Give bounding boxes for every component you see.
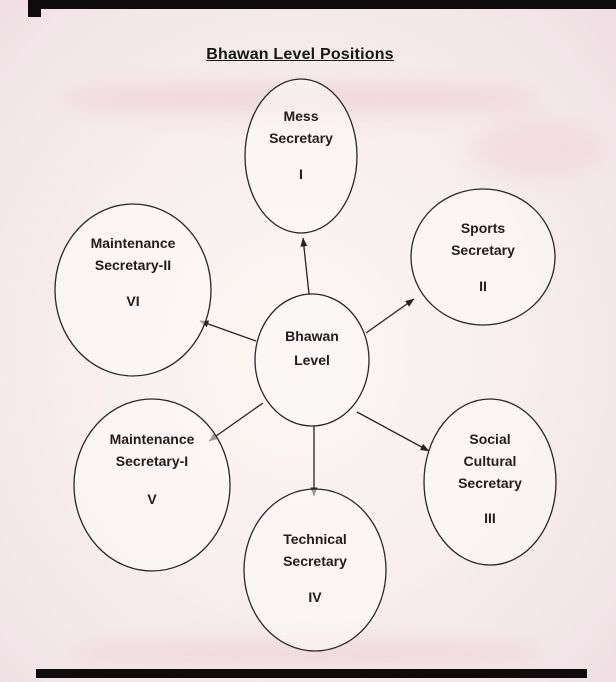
node-label-line: Social [469, 431, 510, 447]
node-bhawan-level: Bhawan Level [254, 293, 370, 427]
node-maintenance-secretary-1: Maintenance Secretary-I V [73, 398, 231, 572]
node-numeral: II [479, 278, 487, 294]
connector-center-to-maintenance-2 [199, 320, 257, 342]
node-label-line: Maintenance [91, 235, 176, 251]
node-label-line: Secretary [451, 242, 515, 258]
node-label-line: Secretary-II [95, 257, 171, 273]
node-label-line: Cultural [464, 453, 517, 469]
node-numeral: VI [126, 293, 139, 309]
node-numeral: V [147, 491, 157, 507]
node-social-cultural-secretary: Social Cultural Secretary III [423, 398, 557, 566]
node-maintenance-secretary-2: Maintenance Secretary-II VI [54, 203, 212, 377]
node-label-line: Secretary-I [116, 453, 188, 469]
scan-edge-artifact-top [28, 0, 616, 9]
node-social-cultural-secretary-shape [423, 398, 557, 566]
node-label-line: Level [294, 352, 330, 368]
connector-center-to-mess [300, 237, 310, 295]
node-label-line: Secretary [269, 130, 333, 146]
node-label-line: Mess [283, 108, 318, 124]
node-label-line: Maintenance [110, 431, 195, 447]
node-label-line: Secretary [458, 475, 522, 491]
node-technical-secretary: Technical Secretary IV [243, 488, 387, 652]
node-numeral: III [484, 510, 496, 526]
node-label-line: Technical [283, 531, 347, 547]
scan-edge-artifact-top-corner [28, 0, 41, 17]
node-label-line: Bhawan [285, 328, 339, 344]
node-maintenance-secretary-2-shape [54, 203, 212, 377]
node-numeral: IV [308, 589, 322, 605]
connector-center-to-social-cultural [356, 411, 430, 452]
node-mess-secretary-shape [244, 78, 358, 234]
node-numeral: I [299, 166, 303, 182]
node-sports-secretary-shape [410, 188, 556, 326]
node-bhawan-level-shape [254, 293, 370, 427]
node-label-line: Sports [461, 220, 506, 236]
node-label-line: Secretary [283, 553, 347, 569]
connector-center-to-sports [365, 298, 415, 334]
node-sports-secretary: Sports Secretary II [410, 188, 556, 326]
scan-edge-artifact-bottom [36, 669, 587, 678]
diagram-title: Bhawan Level Positions [206, 46, 394, 63]
node-maintenance-secretary-1-shape [73, 398, 231, 572]
node-technical-secretary-shape [243, 488, 387, 652]
node-mess-secretary: Mess Secretary I [244, 78, 358, 234]
connector-center-to-maintenance-1 [208, 402, 264, 442]
